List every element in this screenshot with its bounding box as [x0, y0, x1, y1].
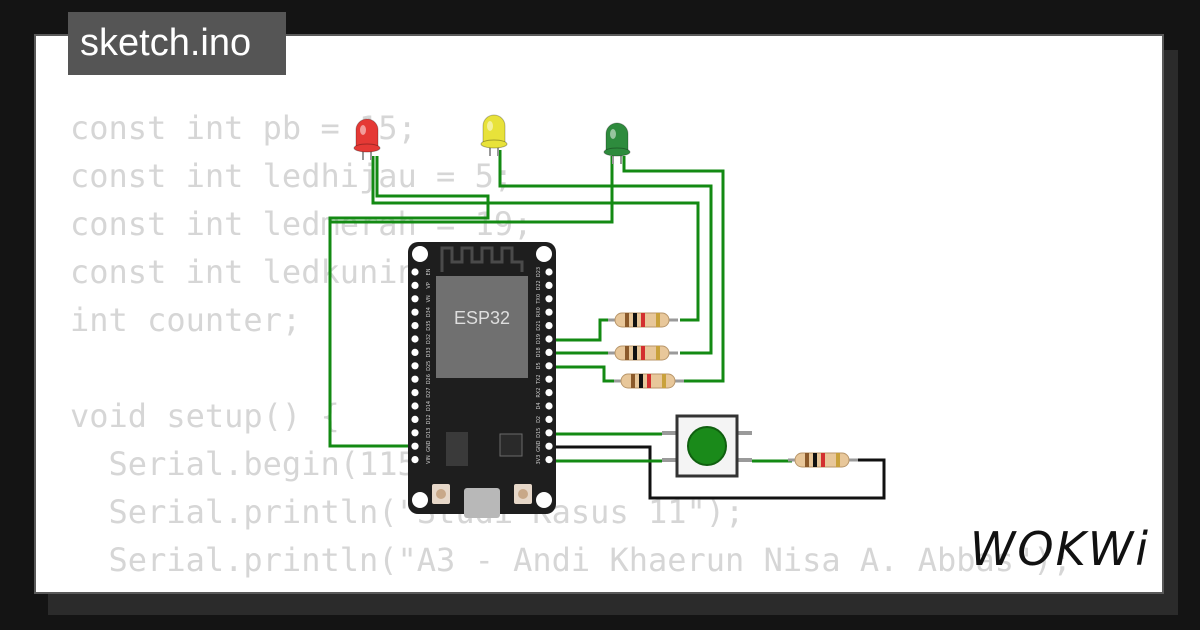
pin-d15[interactable] [545, 429, 553, 437]
pin-3v3[interactable] [545, 456, 553, 464]
wires [328, 150, 886, 500]
pin-label: D23 [536, 267, 542, 277]
pin-d5[interactable] [545, 362, 553, 370]
resistor[interactable] [614, 373, 684, 389]
pin-d12[interactable] [411, 415, 419, 423]
pin-label: RX0 [536, 307, 542, 317]
pin-d32[interactable] [411, 335, 419, 343]
pin-label: D18 [536, 347, 542, 357]
code-line: void setup() { [70, 397, 340, 435]
pin-d34[interactable] [411, 308, 419, 316]
wokwi-logo: WOKWi [969, 522, 1150, 576]
pin-d2[interactable] [545, 415, 553, 423]
wire[interactable] [328, 156, 490, 448]
pin-d19[interactable] [545, 335, 553, 343]
pin-label: D4 [536, 402, 542, 409]
resistor[interactable] [608, 312, 678, 328]
wire[interactable] [549, 445, 886, 500]
pin-vin[interactable] [411, 456, 419, 464]
code-line: const int ledmerah = 19; [70, 205, 533, 243]
wire[interactable] [330, 156, 614, 224]
resistor-group[interactable] [608, 312, 858, 468]
pin-label: D2 [536, 416, 542, 423]
esp32-board[interactable]: ESP32 ENVPVND34D35D32D33D25D26D27D14D12D… [408, 242, 556, 518]
file-title: sketch.ino [68, 12, 286, 75]
pin-label: D5 [536, 362, 542, 369]
pin-d13[interactable] [411, 429, 419, 437]
pin-d21[interactable] [545, 322, 553, 330]
pin-d23[interactable] [545, 268, 553, 276]
pin-label: D22 [536, 280, 542, 290]
pin-label: VIN [426, 455, 432, 464]
pin-gnd[interactable] [411, 442, 419, 450]
pin-label: 3V3 [536, 455, 542, 465]
pin-d26[interactable] [411, 375, 419, 383]
pin-label: EN [426, 268, 432, 275]
pin-label: GND [536, 440, 542, 452]
pin-label: D27 [426, 387, 432, 397]
wire[interactable] [549, 365, 618, 383]
pin-label: VN [426, 295, 432, 302]
pin-d22[interactable] [545, 281, 553, 289]
pin-label: D19 [536, 334, 542, 344]
pin-rx0[interactable] [545, 308, 553, 316]
pin-d27[interactable] [411, 389, 419, 397]
led-yellow[interactable] [480, 114, 508, 156]
chip-label: ESP32 [454, 308, 510, 328]
pin-vn[interactable] [411, 295, 419, 303]
pin-label: D21 [536, 320, 542, 330]
pin-tx2[interactable] [545, 375, 553, 383]
pin-en[interactable] [411, 268, 419, 276]
pin-label: D13 [426, 428, 432, 438]
wire[interactable] [371, 156, 700, 322]
pin-d14[interactable] [411, 402, 419, 410]
pin-rx2[interactable] [545, 389, 553, 397]
code-line: const int pb = 15; [70, 109, 417, 147]
pin-label: D32 [426, 334, 432, 344]
preview-card: const int pb = 15; const int ledhijau = 5… [34, 34, 1164, 594]
pin-d4[interactable] [545, 402, 553, 410]
pin-label: RX2 [536, 388, 542, 398]
pin-label: D15 [536, 428, 542, 438]
pin-label: VP [426, 282, 432, 288]
led-green[interactable] [603, 122, 631, 164]
pin-label: D14 [426, 401, 432, 411]
pin-label: TX2 [536, 374, 542, 385]
pin-label: D35 [426, 320, 432, 330]
pin-d35[interactable] [411, 322, 419, 330]
pin-d18[interactable] [545, 348, 553, 356]
pin-d33[interactable] [411, 348, 419, 356]
pin-d25[interactable] [411, 362, 419, 370]
led-group[interactable] [353, 114, 631, 164]
pin-label: D34 [426, 307, 432, 317]
code-line: pinMode(pb, INPUT); [70, 584, 1072, 592]
push-button[interactable] [662, 414, 752, 478]
pin-label: D25 [426, 361, 432, 371]
pin-label: TX0 [536, 294, 542, 305]
pin-tx0[interactable] [545, 295, 553, 303]
pin-label: D12 [426, 414, 432, 424]
wire[interactable] [622, 156, 725, 383]
resistor[interactable] [788, 452, 858, 468]
code-line: int counter; [70, 301, 302, 339]
resistor[interactable] [608, 345, 678, 361]
pin-vp[interactable] [411, 281, 419, 289]
code-line: Serial.println("A3 - Andi Khaerun Nisa A… [70, 541, 1072, 579]
pin-label: D33 [426, 347, 432, 357]
led-red[interactable] [353, 118, 381, 160]
wire[interactable] [498, 150, 713, 355]
pin-label: D26 [426, 374, 432, 384]
pin-label: GND [426, 440, 432, 452]
code-line: const int ledhijau = 5; [70, 157, 514, 195]
wire[interactable] [549, 318, 612, 342]
pin-gnd[interactable] [545, 442, 553, 450]
